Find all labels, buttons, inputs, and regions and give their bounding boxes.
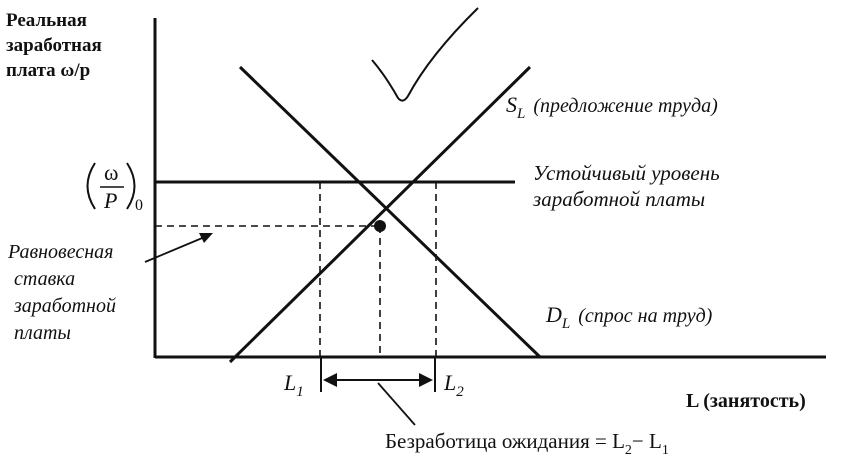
y-axis-label: Реальная заработная плата ω/p — [6, 10, 107, 81]
equilibrium-point — [374, 220, 386, 232]
unemployment-pointer — [377, 382, 416, 426]
svg-text:0: 0 — [135, 197, 143, 214]
svg-text:ω: ω — [104, 160, 118, 185]
l2-label: L2 — [443, 370, 464, 400]
checkmark-icon — [371, 7, 479, 102]
equilibrium-pointer — [144, 235, 208, 263]
fixed-wage-symbol: ω P 0 — [86, 160, 143, 214]
arrow-head-right — [419, 373, 433, 387]
fixed-wage-label: Устойчивый уровень заработной платы — [532, 161, 725, 211]
svg-text:P: P — [103, 188, 117, 213]
demand-label: DL(спрос на труд) — [545, 302, 713, 332]
x-axis-label: L (занятость) — [686, 390, 806, 412]
l1-label: L1 — [283, 370, 304, 400]
unemployment-formula: Безработица ожидания = L2− L1 — [385, 429, 669, 458]
equilibrium-wage-label: Равновесная ставка заработной платы — [7, 241, 121, 344]
arrow-head-left — [323, 373, 337, 387]
supply-label: SL(предложение труда) — [506, 92, 718, 122]
demand-curve — [238, 65, 542, 359]
supply-curve — [228, 65, 532, 364]
equilibrium-pointer-head — [199, 233, 213, 243]
